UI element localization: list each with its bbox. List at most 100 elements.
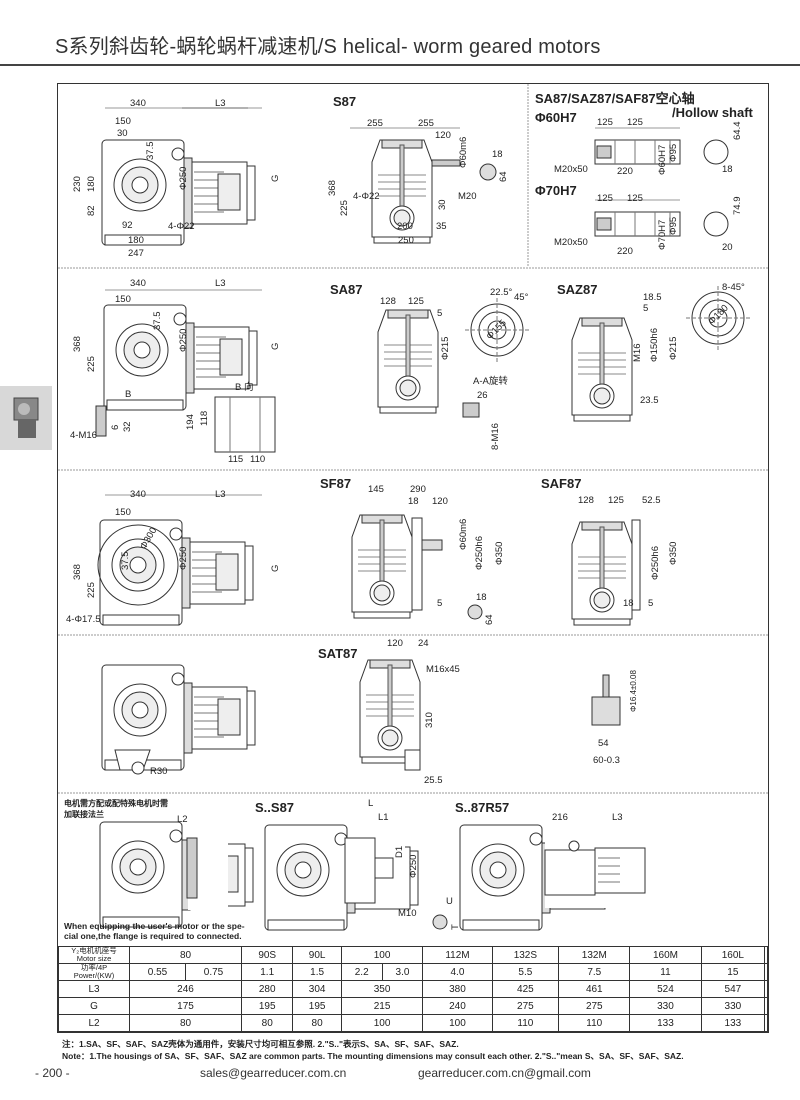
dimension-label: 25.5 [424, 775, 443, 786]
dimension-label: 125 [408, 296, 424, 307]
dimension-label: 225 [86, 582, 97, 598]
table-cell: 195 [240, 997, 294, 1015]
dimension-label: Φ70H7 [535, 183, 577, 198]
table-cell: 4.0 [422, 963, 493, 981]
dimension-label: Φ250 [178, 167, 189, 190]
row-header: L2 [58, 1014, 130, 1032]
adapter-note-cn: 电机需方配或配特殊电机时需 加联接法兰 [64, 798, 168, 820]
row-header-text: L2 [88, 1017, 100, 1029]
dimension-label: 340 [130, 489, 146, 500]
dimension-label: SA87/SAZ87/SAF87空心轴 [535, 91, 695, 106]
note-en: Note：1.The housings of SA、SF、SAF、SAZ are… [62, 1051, 684, 1061]
drawing-frame [57, 83, 769, 1033]
dimension-label: Φ150h6 [649, 328, 660, 362]
note-cn: 注：1.SA、SF、SAF、SAZ壳体为通用件，安装尺寸均可相互参照. 2."S… [62, 1039, 459, 1049]
table-cell: 2.2 [340, 963, 383, 981]
s87-side-view: 340 L3 150 30 37.5 230 180 82 Φ250 G 92 … [72, 98, 281, 259]
dimension-label: Φ250 [408, 855, 419, 878]
saz87-view: SAZ87 18.5 5 M16 Φ150h6 Φ215 23.5 8-45° … [557, 282, 751, 422]
table-cell [764, 963, 768, 981]
dimension-label: B [125, 389, 131, 400]
dimension-label: 45° [514, 292, 529, 303]
dimension-label: U [446, 896, 453, 907]
table-cell [764, 980, 768, 998]
dimension-label: L1 [378, 812, 389, 823]
dimension-label: 26 [477, 390, 488, 401]
dimension-label: G [270, 175, 281, 182]
dimension-label: 200 [397, 221, 413, 232]
email-sales-link[interactable]: sales@gearreducer.com.cn [200, 1066, 347, 1080]
dimension-label: 64 [484, 614, 495, 625]
dimension-label: R30 [150, 766, 167, 777]
dimension-label: 150 [115, 507, 131, 518]
table-cell: 112M [422, 946, 493, 964]
dimension-label: 150 [115, 294, 131, 305]
dimension-label: Φ60m6 [458, 519, 469, 550]
header-rule [0, 64, 800, 66]
dimension-label: 255 [418, 118, 434, 129]
dimension-label: Φ60m6 [458, 137, 469, 168]
row-header-text: Y₂电机机座号 [71, 946, 117, 955]
dimension-label: 255 [367, 118, 383, 129]
table-cell: 80 [292, 1014, 342, 1032]
dimension-label: 368 [327, 180, 338, 196]
dimension-label: Φ60H7 [535, 110, 577, 125]
sat87-front-view: SAT87 120 24 M16x45 310 25.5 [318, 638, 460, 786]
dimension-label: T [450, 924, 461, 930]
dimension-label: Φ215 [440, 337, 451, 360]
table-cell: 160L [700, 946, 766, 964]
table-cell: 80 [129, 946, 242, 964]
dimension-label: B 向 [235, 381, 253, 393]
dimension-label: 125 [608, 495, 624, 506]
ss87-view: S..S87 L L1 D1 Φ250 M10 U T [255, 798, 461, 931]
dimension-label: G [270, 343, 281, 350]
table-cell [764, 1014, 768, 1032]
dimension-label: Φ60H7 [657, 145, 668, 175]
dimension-label: M10 [398, 908, 416, 919]
table-cell: 110 [558, 1014, 631, 1032]
dimension-label: M20 [458, 191, 476, 202]
row-header-text: Motor size [76, 954, 112, 963]
table-cell: 100 [422, 1014, 493, 1032]
dimension-label: L2 [177, 814, 188, 825]
row-header: G [58, 997, 130, 1015]
dimension-label: 120 [435, 130, 451, 141]
table-cell: 90S [240, 946, 294, 964]
s87r57-view: S..87R57 216 L3 [455, 800, 646, 931]
dimension-label: Φ16.4±0.08 [629, 670, 638, 712]
s87-front-view: S87 255 255 120 Φ60m6 368 225 4-Φ22 30 2… [327, 94, 509, 246]
row-header-text: L3 [88, 983, 100, 995]
ss87-label: S..S87 [255, 800, 294, 815]
table-cell: 100 [340, 946, 424, 964]
dimension-label: 54 [598, 738, 609, 749]
dimension-label: Φ250 [178, 329, 189, 352]
dimension-label: L3 [215, 98, 226, 109]
email-gmail-link[interactable]: gearreducer.com.cn@gmail.com [418, 1066, 591, 1080]
dimension-label: Φ350 [494, 542, 505, 565]
dimension-label: 120 [432, 496, 448, 507]
dimension-label: 18 [408, 496, 419, 507]
table-cell [764, 946, 768, 964]
dimension-label: D1 [394, 846, 405, 858]
dimension-label: 145 [368, 484, 384, 495]
table-cell: 1.5 [292, 963, 342, 981]
dimension-label: L3 [215, 489, 226, 500]
adapter-note-en-line: When equipping the user's motor or the s… [64, 921, 245, 931]
dimension-label: M16x45 [426, 664, 460, 675]
dimension-label: 82 [86, 205, 97, 216]
dimension-label: L [368, 798, 373, 809]
dimension-label: 24 [418, 638, 429, 649]
table-cell: 275 [491, 997, 560, 1015]
sa87-label: SA87 [330, 282, 363, 297]
dimension-label: 74.9 [732, 197, 743, 216]
dimension-label: 20 [722, 242, 733, 253]
dimension-label: 368 [72, 336, 83, 352]
adapter-note-cn-line: 电机需方配或配特殊电机时需 [64, 799, 168, 808]
table-cell: 330 [629, 997, 702, 1015]
sf87-label: SF87 [320, 476, 351, 491]
